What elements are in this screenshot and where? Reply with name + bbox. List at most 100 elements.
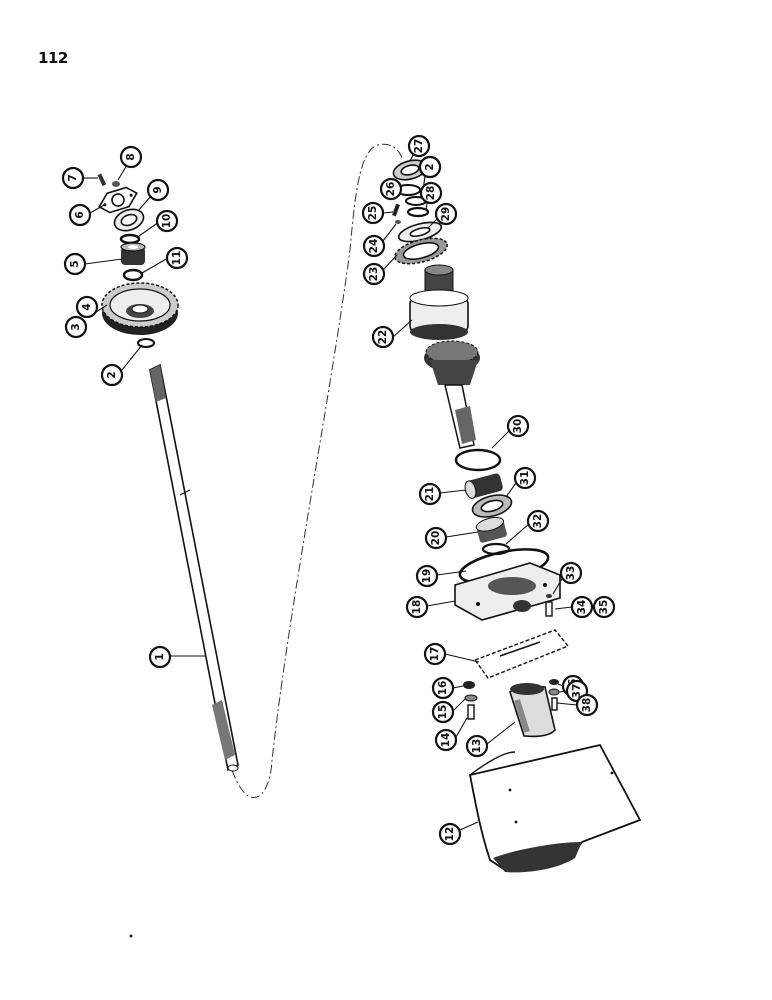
cone-20 (475, 516, 507, 543)
o-ring-28 (406, 206, 430, 218)
callout-14-label: 14 (440, 733, 452, 748)
callout-35-label: 35 (598, 600, 610, 615)
callout-11-label: 11 (171, 251, 183, 266)
callout-30: 30 (506, 414, 530, 438)
snap-ring-10 (119, 233, 141, 245)
leader-lines (83, 154, 578, 831)
callout-7-label: 7 (67, 174, 79, 181)
callout-17-label: 17 (429, 647, 441, 662)
callout-9-label: 9 (152, 186, 164, 193)
callout-23-label: 23 (368, 267, 380, 282)
seal-27 (392, 159, 428, 181)
callout-2-right: 2 (418, 155, 442, 179)
shaft-1 (149, 363, 239, 772)
callout-25-label: 25 (367, 206, 379, 221)
gear-23 (394, 237, 448, 265)
callout-38: 38 (575, 693, 599, 717)
cup-31 (471, 494, 513, 518)
callout-28: 28 (419, 181, 443, 205)
lockwasher-36 (549, 679, 559, 685)
callout-26: 26 (379, 177, 403, 201)
gasket-17 (473, 629, 570, 679)
lockwasher-33 (546, 594, 552, 598)
gear-3-4 (101, 282, 179, 335)
snap-ring-2-left (137, 338, 155, 348)
housing-18 (454, 562, 561, 621)
callout-8: 8 (119, 145, 143, 169)
snap-ring-30 (454, 448, 502, 472)
callout-20: 20 (424, 526, 448, 550)
callout-2-left-label: 2 (106, 371, 118, 378)
bearing-21 (464, 473, 503, 499)
callout-31: 31 (513, 466, 537, 490)
page-number: 112 (38, 49, 68, 67)
bolt-14 (467, 704, 475, 720)
cover-plate-6 (98, 186, 138, 214)
lockwasher-24 (395, 220, 401, 224)
dash-dot-connector (231, 143, 403, 798)
callout-12: 12 (438, 822, 462, 846)
callout-6-label: 6 (74, 211, 86, 218)
bolt-25 (392, 203, 400, 217)
callout-4-label: 4 (81, 303, 93, 310)
callout-35: 35 (592, 595, 616, 619)
callout-21: 21 (418, 482, 442, 506)
callout-38-label: 38 (581, 698, 593, 713)
callout-28-label: 28 (425, 186, 437, 201)
callout-25: 25 (361, 201, 385, 225)
callout-24: 24 (362, 234, 386, 258)
bolt-34-35 (545, 601, 553, 617)
callout-2-left: 2 (100, 363, 124, 387)
callout-33-label: 33 (565, 566, 577, 581)
callout-4: 4 (75, 295, 99, 319)
callout-5: 5 (63, 252, 87, 276)
callout-5-label: 5 (69, 260, 81, 267)
lockwasher-16 (463, 681, 475, 689)
callout-22: 22 (371, 325, 395, 349)
callout-37-label: 37 (571, 684, 583, 699)
washer-15 (464, 694, 478, 702)
callout-24-label: 24 (368, 239, 380, 254)
callout-19: 19 (415, 564, 439, 588)
cup-13 (509, 683, 556, 738)
callout-13: 13 (465, 734, 489, 758)
callout-1-label: 1 (154, 653, 166, 660)
bearing-5 (120, 242, 146, 265)
pinion-22 (409, 264, 469, 340)
callout-26-label: 26 (385, 182, 397, 197)
callout-9: 9 (146, 178, 170, 202)
callout-8-label: 8 (125, 153, 137, 160)
washer-11 (122, 268, 144, 282)
washer-37 (548, 688, 560, 696)
callout-14: 14 (434, 728, 458, 752)
callout-13-label: 13 (471, 739, 483, 754)
callout-18-label: 18 (411, 600, 423, 615)
callout-30-label: 30 (512, 419, 524, 434)
callout-22-label: 22 (377, 330, 389, 345)
callout-27: 27 (407, 134, 431, 158)
lockwasher-8 (112, 181, 120, 187)
callout-1: 1 (148, 645, 172, 669)
callout-6: 6 (68, 203, 92, 227)
stray-dot (129, 934, 133, 938)
callout-7: 7 (61, 166, 85, 190)
right-pinion-assembly (392, 159, 642, 873)
callout-27-label: 27 (413, 139, 425, 154)
callout-12-label: 12 (444, 827, 456, 842)
callout-31-label: 31 (519, 471, 531, 486)
callout-32: 32 (526, 509, 550, 533)
callout-19-label: 19 (421, 569, 433, 584)
shield-12 (468, 743, 642, 873)
callout-11: 11 (165, 246, 189, 270)
callout-3: 3 (64, 315, 88, 339)
callout-10-label: 10 (161, 214, 173, 229)
callout-16: 16 (431, 676, 455, 700)
callout-34: 34 (570, 595, 594, 619)
bolt-38 (551, 697, 558, 711)
callout-20-label: 20 (430, 531, 442, 546)
callout-34-label: 34 (576, 600, 588, 615)
callout-29: 29 (434, 202, 458, 226)
callout-15-label: 15 (437, 705, 449, 720)
callout-29-label: 29 (440, 207, 452, 222)
